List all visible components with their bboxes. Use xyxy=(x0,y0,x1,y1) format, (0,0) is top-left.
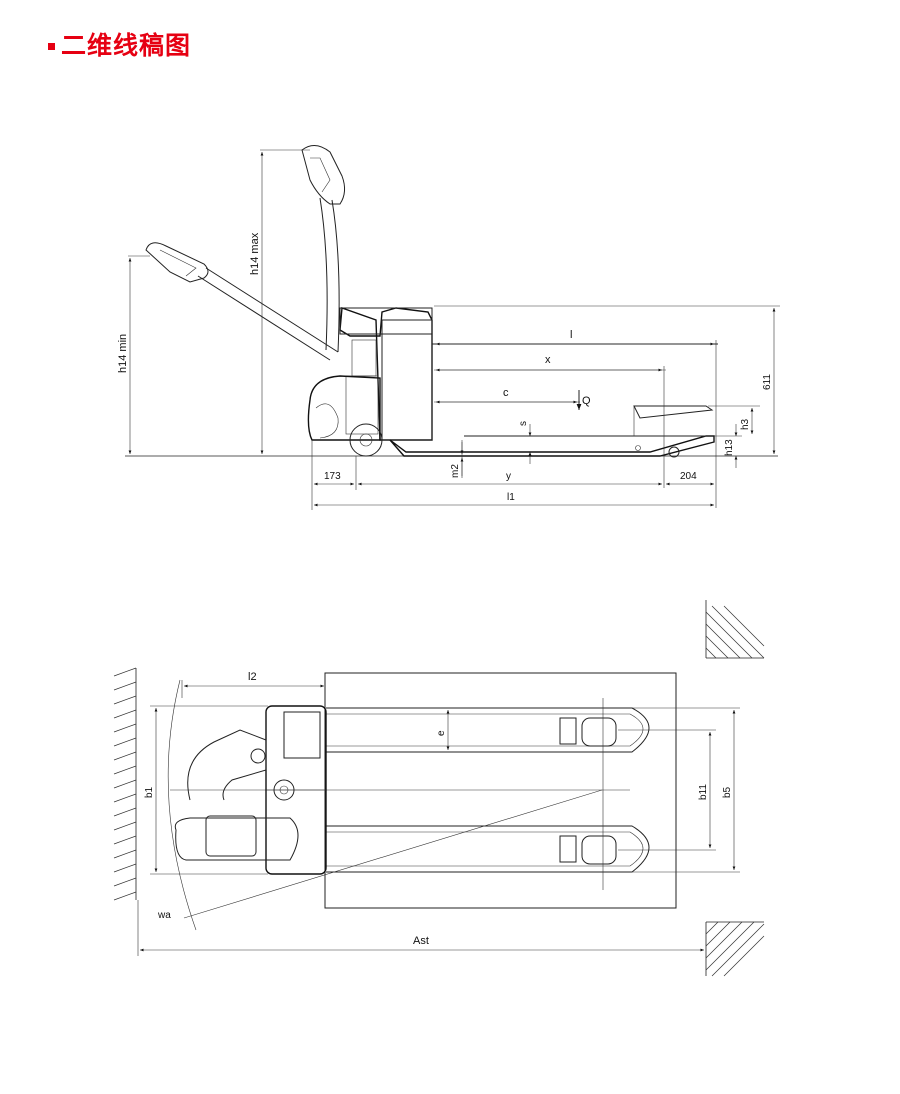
label-b1: b1 xyxy=(144,786,155,798)
label-x: x xyxy=(545,354,551,366)
truck-body xyxy=(307,307,718,457)
turning-radius-line xyxy=(183,789,603,919)
top-right-corner xyxy=(705,600,765,659)
dim-s: s xyxy=(518,421,532,464)
label-l1: l1 xyxy=(507,492,515,503)
dim-h14-min: h14 min xyxy=(117,255,150,454)
dim-611: 611 xyxy=(434,305,780,454)
label-s: s xyxy=(518,421,529,426)
side-view: h14 max h14 min xyxy=(117,145,780,510)
bullet-icon xyxy=(48,42,55,50)
dim-l: l xyxy=(436,329,717,508)
dim-e: e xyxy=(436,710,450,750)
label-b11: b11 xyxy=(698,784,709,800)
label-ast: Ast xyxy=(413,935,429,947)
forks-top xyxy=(170,698,650,890)
dim-c: c xyxy=(436,387,577,404)
left-wall xyxy=(113,667,137,901)
label-q: Q xyxy=(582,395,591,407)
dim-b11: b11 xyxy=(618,729,716,851)
label-173: 173 xyxy=(324,471,341,482)
top-view: l2 e b1 b11 b5 wa xyxy=(113,600,765,977)
dim-b1: b1 xyxy=(144,705,268,875)
pallet-outline xyxy=(324,672,677,909)
dim-b5: b5 xyxy=(632,707,740,873)
page-header: 二维线稿图 xyxy=(48,26,191,62)
dim-l2: l2 xyxy=(181,671,324,698)
label-m2: m2 xyxy=(450,464,461,478)
dim-h3: h3 xyxy=(708,405,760,434)
label-l2: l2 xyxy=(248,671,257,683)
label-h3: h3 xyxy=(740,418,751,430)
label-wa: wa xyxy=(157,910,171,921)
label-e: e xyxy=(436,730,447,736)
page-title: 二维线稿图 xyxy=(61,32,192,60)
dim-ast: Ast xyxy=(137,900,704,956)
label-b5: b5 xyxy=(722,786,733,798)
turning-arc xyxy=(167,679,197,931)
tiller-upright xyxy=(301,145,346,353)
label-611: 611 xyxy=(762,374,773,390)
label-204: 204 xyxy=(680,471,697,482)
dim-h13: h13 xyxy=(714,424,742,468)
tiller-lowered xyxy=(145,242,339,361)
label-y: y xyxy=(506,471,511,482)
dim-x: x xyxy=(436,354,665,488)
label-l: l xyxy=(570,329,572,341)
dim-h14-max: h14 max xyxy=(249,149,310,454)
dim-bottom-chain: 173 y 204 l1 m2 xyxy=(311,440,714,510)
forks-side xyxy=(389,405,715,458)
load-arrow: Q xyxy=(576,390,591,410)
truck-top xyxy=(174,705,327,875)
label-c: c xyxy=(503,387,509,399)
label-h13: h13 xyxy=(724,439,735,456)
bottom-right-corner xyxy=(705,921,765,977)
label-h14-min: h14 min xyxy=(117,334,129,373)
label-h14-max: h14 max xyxy=(249,232,261,275)
